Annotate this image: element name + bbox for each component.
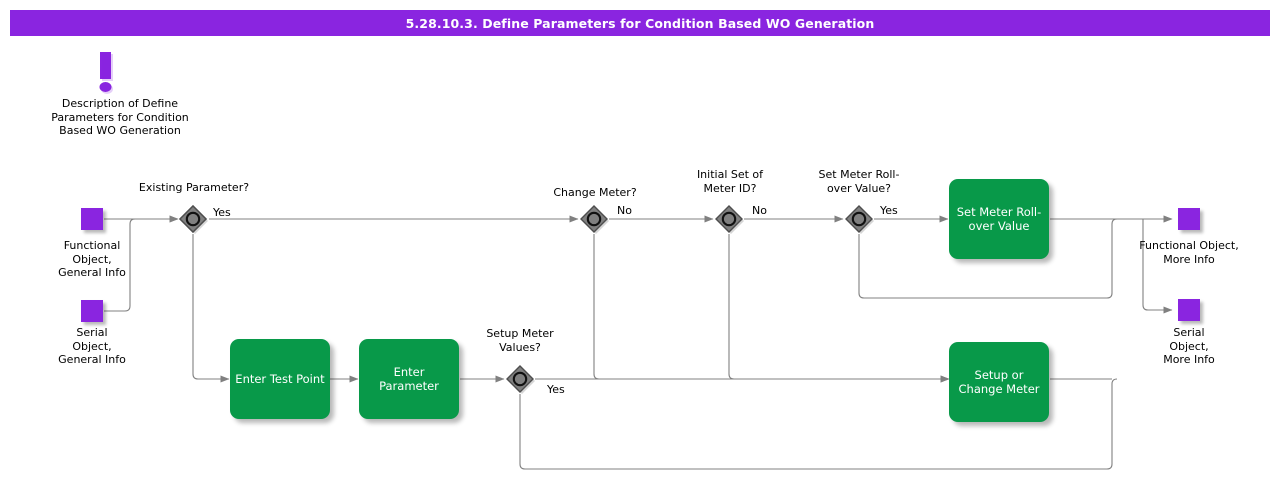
end-node-serial-object-more-info-label: Serial Object, More Info bbox=[1163, 326, 1215, 366]
task-enter-parameter[interactable]: Enter Parameter bbox=[359, 339, 459, 419]
end-node-functional-object-more-info[interactable] bbox=[1178, 208, 1200, 230]
annotation-text: Description of Define Parameters for Con… bbox=[51, 97, 189, 137]
task-set-meter-rollover-value[interactable]: Set Meter Roll- over Value bbox=[949, 179, 1049, 259]
edge-label-change-meter-no: No bbox=[617, 204, 632, 217]
task-enter-parameter-label: Enter Parameter bbox=[379, 365, 439, 393]
decision-set-meter-rollover-value-label: Set Meter Roll- over Value? bbox=[818, 168, 900, 195]
decision-existing-parameter[interactable] bbox=[178, 204, 208, 234]
decision-initial-set-of-meter-id[interactable] bbox=[714, 204, 744, 234]
edge-label-existing-parameter-yes: Yes bbox=[213, 206, 231, 219]
decision-set-meter-rollover-value[interactable] bbox=[844, 204, 874, 234]
task-enter-test-point-label: Enter Test Point bbox=[235, 372, 325, 386]
decision-existing-parameter-label: Existing Parameter? bbox=[138, 181, 250, 194]
end-node-functional-object-more-info-label: Functional Object, More Info bbox=[1139, 239, 1239, 266]
edge-label-setup-meter-values-yes: Yes bbox=[547, 383, 565, 396]
decision-setup-meter-values[interactable] bbox=[505, 364, 535, 394]
start-node-functional-object-general-info-label: Functional Object, General Info bbox=[58, 239, 126, 279]
decision-setup-meter-values-label: Setup Meter Values? bbox=[486, 327, 554, 354]
exclamation-mark-icon bbox=[99, 52, 113, 94]
task-setup-or-change-meter-label: Setup or Change Meter bbox=[958, 368, 1040, 396]
end-node-serial-object-more-info[interactable] bbox=[1178, 299, 1200, 321]
decision-initial-set-of-meter-id-label: Initial Set of Meter ID? bbox=[696, 168, 764, 195]
start-node-functional-object-general-info[interactable] bbox=[81, 208, 103, 230]
start-node-serial-object-general-info-label: Serial Object, General Info bbox=[58, 326, 126, 366]
start-node-serial-object-general-info[interactable] bbox=[81, 300, 103, 322]
task-enter-test-point[interactable]: Enter Test Point bbox=[230, 339, 330, 419]
edge-label-set-meter-rollover-value-yes: Yes bbox=[880, 204, 898, 217]
decision-change-meter-label: Change Meter? bbox=[553, 186, 637, 199]
task-setup-or-change-meter[interactable]: Setup or Change Meter bbox=[949, 342, 1049, 422]
decision-change-meter[interactable] bbox=[579, 204, 609, 234]
edge-label-initial-set-of-meter-id-no: No bbox=[752, 204, 767, 217]
page-title: 5.28.10.3. Define Parameters for Conditi… bbox=[10, 10, 1270, 36]
task-set-meter-rollover-value-label: Set Meter Roll- over Value bbox=[956, 205, 1042, 233]
